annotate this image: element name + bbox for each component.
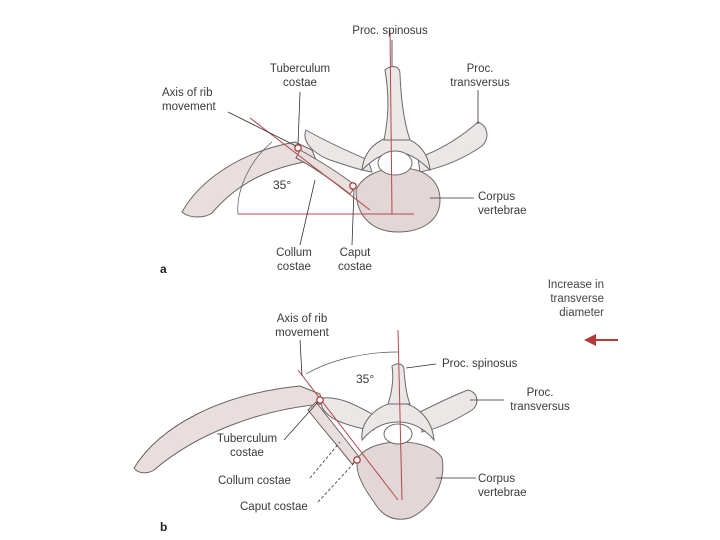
b-label-collum: Collum costae — [218, 474, 291, 488]
increase-note: Increase in transverse diameter — [520, 278, 604, 320]
panel-b-leader-spinosus — [406, 364, 436, 368]
panel-a-caput-joint — [350, 183, 356, 189]
b-label-tuberculum-line2: costae — [208, 446, 286, 460]
panel-a-leader-tuberculum — [298, 92, 300, 145]
increase-note-line1: Increase in — [520, 278, 604, 292]
panel-b-foramen — [384, 424, 412, 444]
panel-a-leader-collum — [300, 180, 315, 245]
panel-b-angle-arc — [306, 352, 398, 374]
a-label-caput-line1: Caput — [330, 246, 380, 260]
panel-b-vertebral-body — [357, 442, 443, 519]
a-label-axis-line2: movement — [162, 100, 216, 114]
a-label-corpus-line2: vertebrae — [478, 204, 527, 218]
panel-b-letter: b — [160, 520, 167, 534]
panel-b-drawing — [134, 330, 618, 519]
a-label-proc-transversus-line2: transversus — [440, 76, 520, 90]
b-label-proc-transversus-line1: Proc. — [500, 386, 580, 400]
a-label-proc-transversus: Proc. transversus — [440, 62, 520, 90]
panel-b-leader-caput — [318, 462, 355, 502]
b-label-axis-line1: Axis of rib — [262, 312, 342, 326]
b-label-proc-spinosus: Proc. spinosus — [442, 357, 517, 371]
b-label-corpus: Corpus vertebrae — [478, 472, 527, 500]
b-label-caput: Caput costae — [240, 500, 308, 514]
b-angle-label: 35° — [356, 372, 374, 386]
a-label-caput: Caput costae — [330, 246, 380, 274]
a-label-tuberculum-line2: costae — [258, 76, 342, 90]
a-label-tuberculum: Tuberculum costae — [258, 62, 342, 90]
a-label-collum: Collum costae — [266, 246, 322, 274]
panel-b-caput-joint — [354, 457, 360, 463]
panel-b-leader-axis — [300, 340, 302, 376]
panel-a-leader-axis — [228, 112, 296, 146]
panel-a-leader-caput — [352, 190, 354, 245]
a-label-axis-line1: Axis of rib — [162, 86, 216, 100]
a-label-collum-line1: Collum — [266, 246, 322, 260]
a-label-caput-line2: costae — [330, 260, 380, 274]
a-label-corpus: Corpus vertebrae — [478, 190, 527, 218]
panel-a-spinous-process — [384, 67, 410, 140]
a-label-collum-line2: costae — [266, 260, 322, 274]
increase-note-line2: transverse — [520, 292, 604, 306]
a-angle-label: 35° — [273, 178, 291, 192]
a-label-proc-transversus-line1: Proc. — [440, 62, 520, 76]
b-label-tuberculum-line1: Tuberculum — [208, 432, 286, 446]
a-label-proc-spinosus: Proc. spinosus — [340, 24, 440, 38]
panel-a-letter: a — [160, 262, 167, 276]
b-label-axis-line2: movement — [262, 326, 342, 340]
b-label-axis: Axis of rib movement — [262, 312, 342, 340]
panel-b-axis-diagonal — [298, 370, 398, 500]
panel-b-leader-collum — [310, 442, 340, 478]
b-label-proc-transversus-line2: transversus — [500, 400, 580, 414]
a-label-axis: Axis of rib movement — [162, 86, 216, 114]
panel-a-vertebral-body — [356, 168, 440, 232]
panel-a-foramen — [378, 151, 412, 175]
increase-note-line3: diameter — [520, 306, 604, 320]
b-label-corpus-line2: vertebrae — [478, 486, 527, 500]
b-label-tuberculum: Tuberculum costae — [208, 432, 286, 460]
increase-arrow-head — [584, 334, 596, 346]
a-label-tuberculum-line1: Tuberculum — [258, 62, 342, 76]
b-label-corpus-line1: Corpus — [478, 472, 527, 486]
b-label-proc-transversus: Proc. transversus — [500, 386, 580, 414]
a-label-corpus-line1: Corpus — [478, 190, 527, 204]
